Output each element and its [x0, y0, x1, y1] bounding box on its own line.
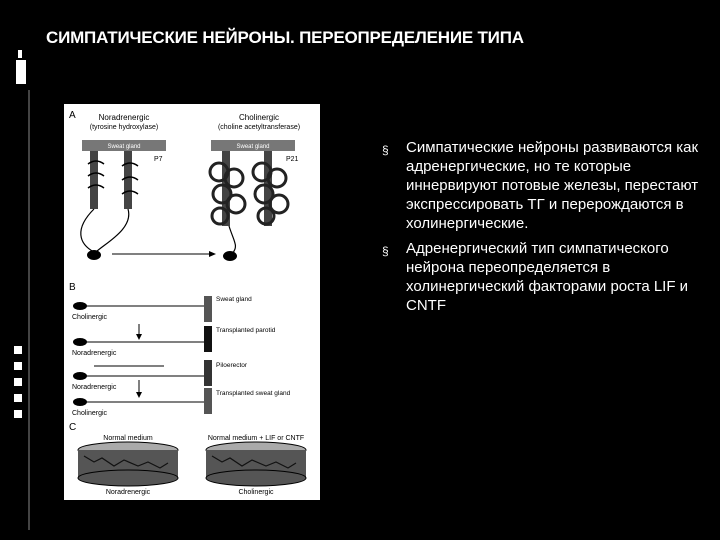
bullet-marker: § [382, 143, 389, 157]
left-age-label: P7 [154, 156, 163, 163]
right-sweat-gland-label: Sweat gland [236, 144, 269, 150]
panel-a-left-title: Noradrenergic [99, 113, 150, 122]
svg-text:Noradrenergic: Noradrenergic [72, 350, 117, 357]
diagram-svg: A Noradrenergic (tyrosine hydroxylase) C… [69, 110, 307, 496]
right-sweat-gland-bar [211, 140, 295, 151]
left-neuron-body [87, 250, 101, 260]
right-age-label: P21 [286, 156, 299, 163]
bullet-item-2: § Адренергический тип симпатического ней… [382, 239, 702, 315]
panel-a-right-title: Cholinergic [239, 113, 279, 122]
left-sweat-gland-label: Sweat gland [107, 144, 140, 150]
svg-text:Transplanted sweat gland: Transplanted sweat gland [216, 390, 291, 397]
left-axon-2 [95, 208, 130, 253]
panel-a-left-sub: (tyrosine hydroxylase) [90, 124, 158, 131]
panel-b-letter: B [69, 282, 76, 293]
panel-a-right-sub: (choline acetyltransferase) [218, 124, 300, 131]
panel-c-left-result: Noradrenergic [106, 489, 151, 496]
bullet-list: § Симпатические нейроны развиваются как … [382, 138, 702, 321]
diagram-figure: A Noradrenergic (tyrosine hydroxylase) C… [64, 104, 320, 500]
panel-b-row-2: Noradrenergic Transplanted parotid [72, 326, 276, 357]
right-culture-dish [205, 441, 307, 487]
panel-b-row-4: Cholinergic Transplanted sweat gland [72, 388, 291, 417]
bullet-item-1: § Симпатические нейроны развиваются как … [382, 138, 702, 233]
panel-b-arrow-1-head [136, 334, 142, 340]
svg-text:Transplanted parotid: Transplanted parotid [216, 327, 276, 334]
right-dense-coils [208, 151, 290, 226]
left-culture-dish [77, 441, 179, 487]
bullet-text-1: Симпатические нейроны развиваются как ад… [406, 139, 699, 232]
left-sweat-gland-bar [82, 140, 166, 151]
panel-c-right-medium: Normal medium + LIF or CNTF [208, 435, 304, 442]
panel-b-row-1: Cholinergic Sweat gland [72, 296, 252, 322]
panel-a-arrow-head [209, 251, 216, 257]
svg-text:Sweat gland: Sweat gland [216, 296, 252, 303]
decor-square-3 [14, 378, 22, 386]
panel-b-row-3: Noradrenergic Piloerector [72, 360, 248, 391]
left-axon-1 [80, 208, 95, 253]
decor-bar-top [18, 50, 22, 58]
panel-b-arrow-2-head [136, 392, 142, 398]
decor-square-1 [14, 346, 22, 354]
decor-bar-main [16, 60, 26, 84]
bullet-text-2: Адренергический тип симпатического нейро… [406, 240, 689, 314]
svg-text:Noradrenergic: Noradrenergic [72, 384, 117, 391]
bullet-marker: § [382, 244, 389, 258]
decor-square-2 [14, 362, 22, 370]
svg-text:Cholinergic: Cholinergic [72, 314, 108, 321]
right-neuron-body [223, 251, 237, 261]
panel-c-left-medium: Normal medium [103, 435, 153, 442]
decor-bar-line [28, 90, 30, 530]
panel-c-right-result: Cholinergic [238, 489, 274, 496]
slide-title: СИМПАТИЧЕСКИЕ НЕЙРОНЫ. ПЕРЕОПРЕДЕЛЕНИЕ Т… [46, 28, 524, 47]
decor-square-5 [14, 410, 22, 418]
panel-c-letter: C [69, 422, 76, 433]
left-sweat-ducts [87, 151, 139, 209]
svg-text:Cholinergic: Cholinergic [72, 410, 108, 417]
right-axon [228, 225, 237, 255]
panel-a-letter: A [69, 110, 76, 121]
svg-text:Piloerector: Piloerector [216, 362, 248, 369]
decor-square-4 [14, 394, 22, 402]
